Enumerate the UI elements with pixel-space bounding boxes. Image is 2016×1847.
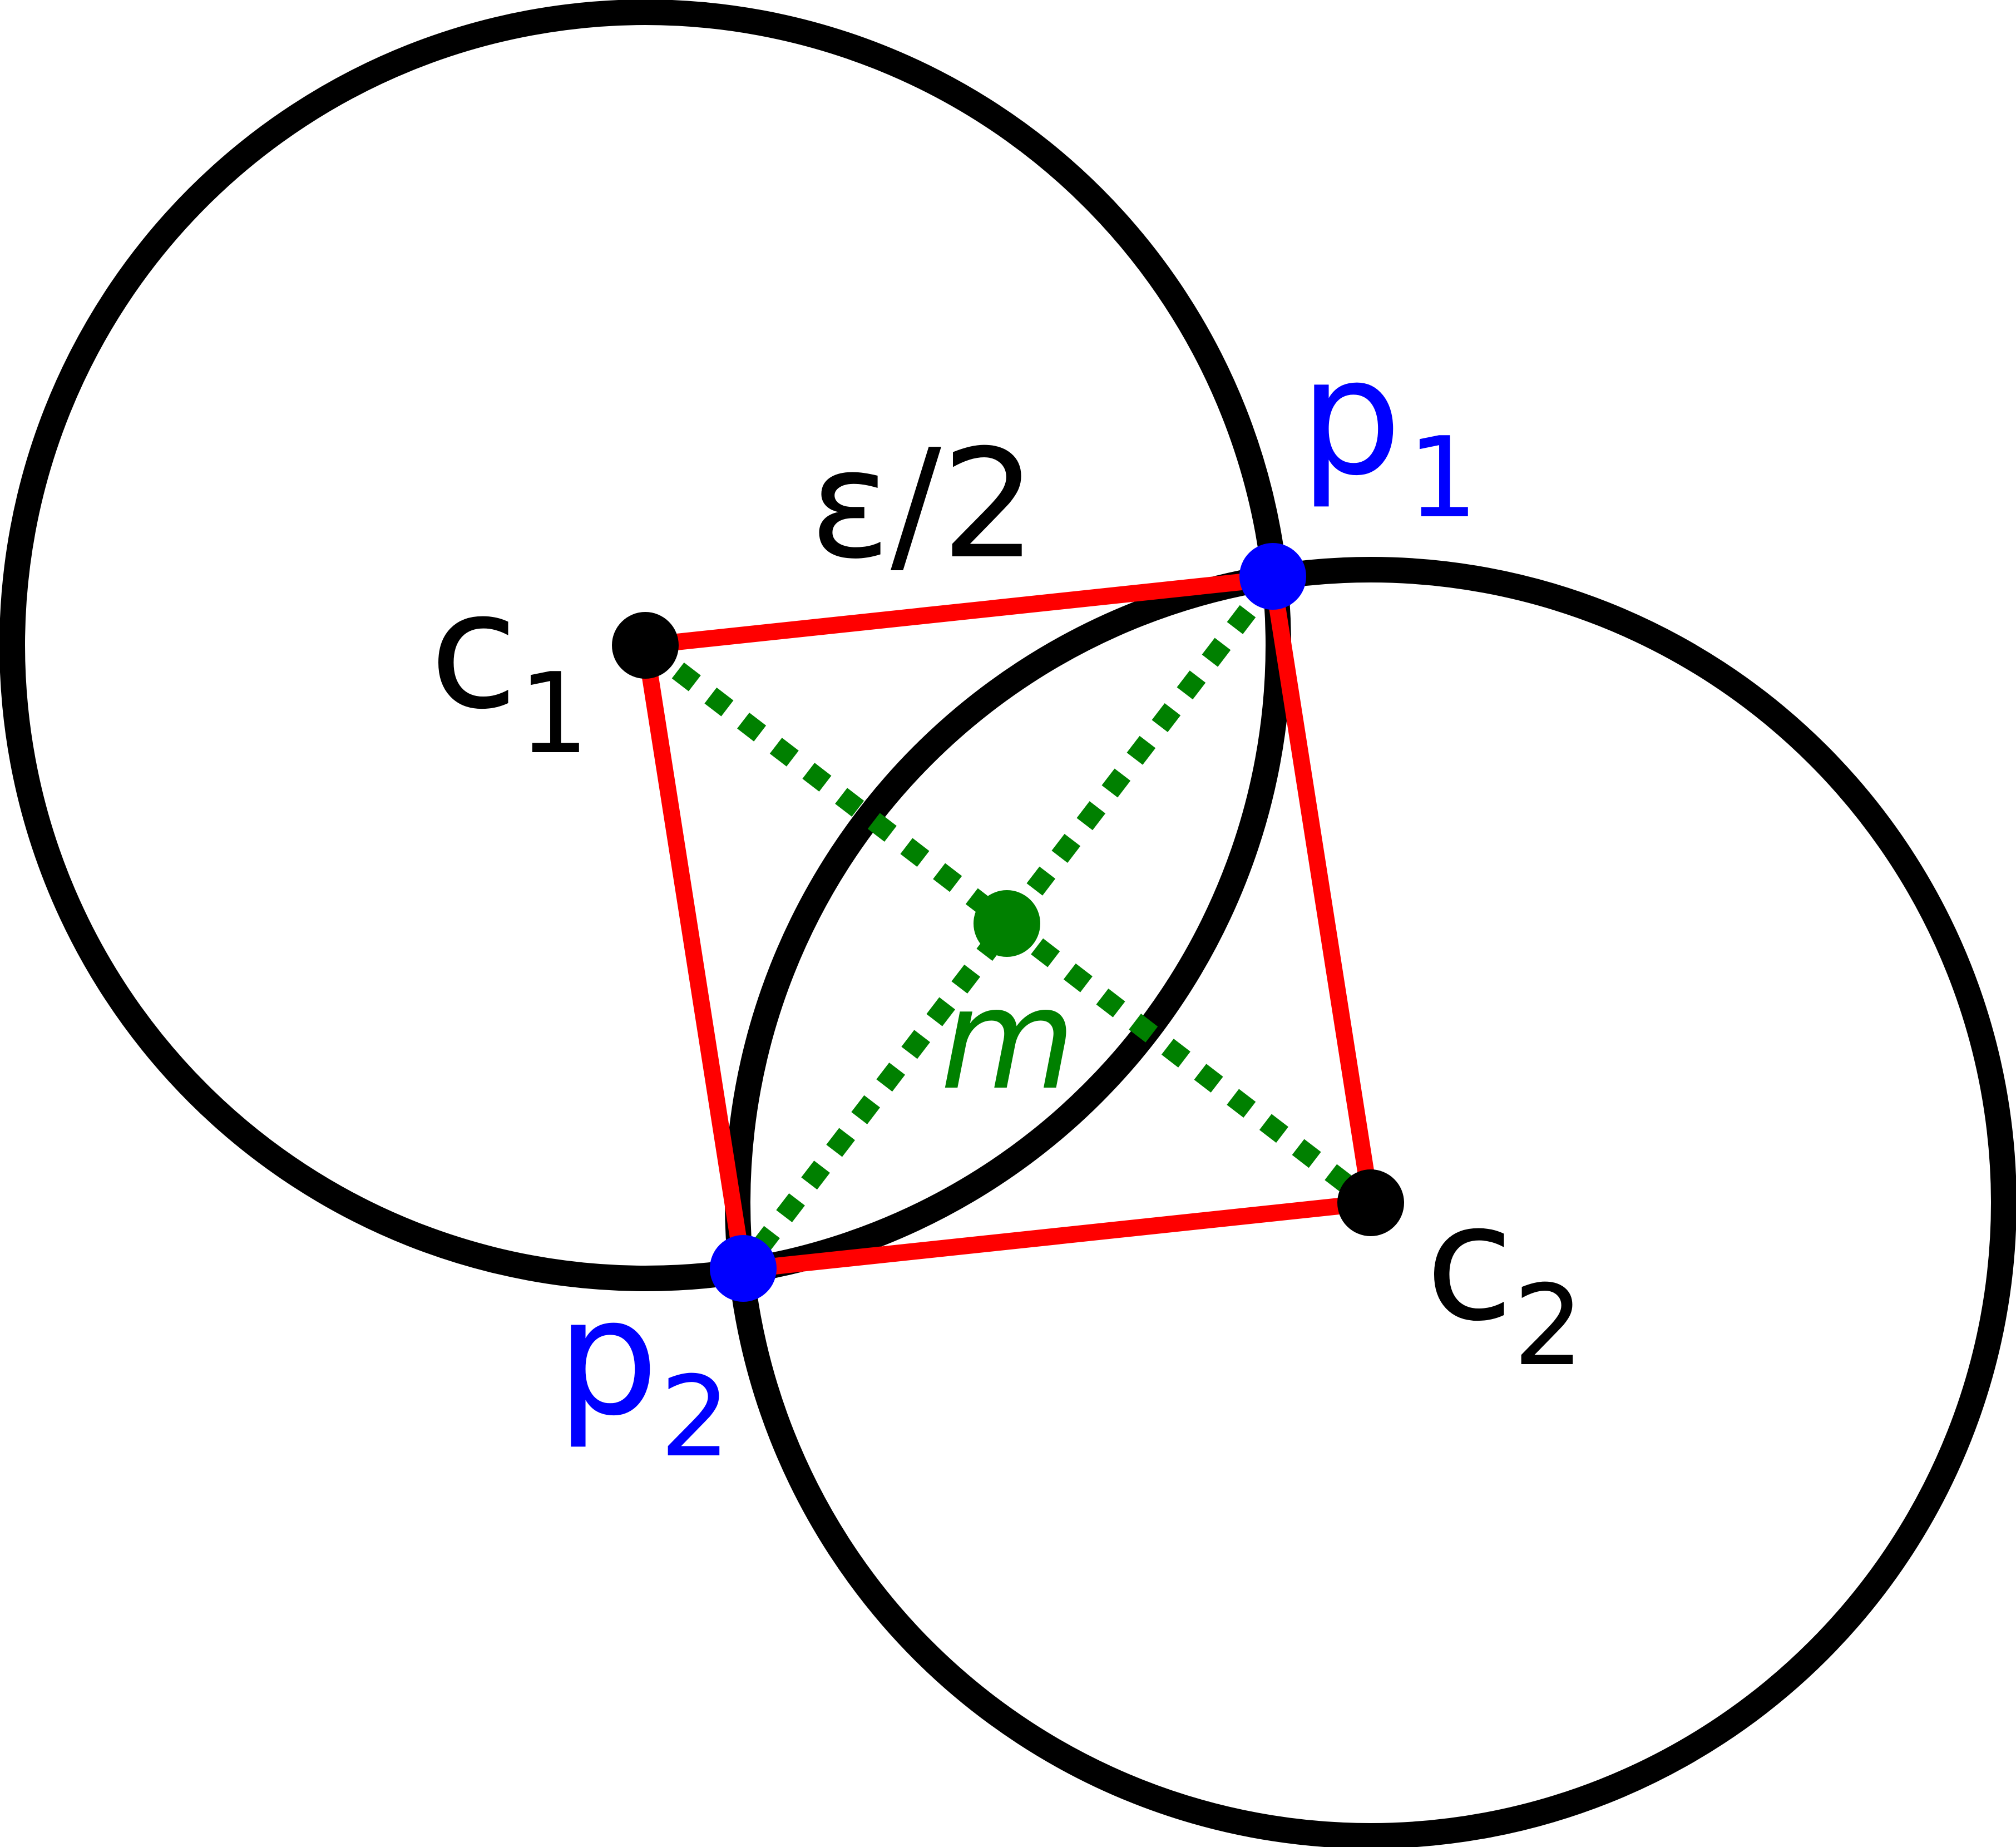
label-midpoint-m: m bbox=[940, 959, 1076, 1120]
center-point-c1 bbox=[612, 612, 679, 679]
label-p2-subscript: 2 bbox=[660, 1352, 730, 1482]
label-c1: c 1 bbox=[429, 557, 589, 779]
edge-p2-c1 bbox=[637, 637, 752, 1278]
label-p1: p 1 bbox=[1299, 324, 1478, 543]
label-c1-subscript: 1 bbox=[518, 649, 589, 779]
midpoint-m bbox=[974, 890, 1040, 957]
label-c2-subscript: 2 bbox=[1513, 1261, 1584, 1391]
edge-p1-c2 bbox=[1264, 570, 1379, 1211]
label-radius-epsilon-half: ε/2 bbox=[809, 417, 1037, 592]
intersection-point-p1 bbox=[1239, 543, 1306, 610]
intersection-point-p2 bbox=[710, 1235, 777, 1302]
label-c2: c 2 bbox=[1425, 1169, 1584, 1391]
label-c2-main: c bbox=[1425, 1169, 1514, 1357]
rhombus-edges bbox=[637, 570, 1379, 1278]
label-p2: p 2 bbox=[556, 1264, 730, 1482]
edge-c2-p2 bbox=[735, 1194, 1379, 1278]
label-c1-main: c bbox=[429, 557, 518, 745]
label-p1-main: p bbox=[1299, 324, 1402, 511]
edge-c1-p1 bbox=[637, 570, 1281, 654]
center-point-c2 bbox=[1337, 1169, 1404, 1236]
label-p1-subscript: 1 bbox=[1407, 413, 1478, 543]
label-p2-main: p bbox=[556, 1264, 659, 1451]
